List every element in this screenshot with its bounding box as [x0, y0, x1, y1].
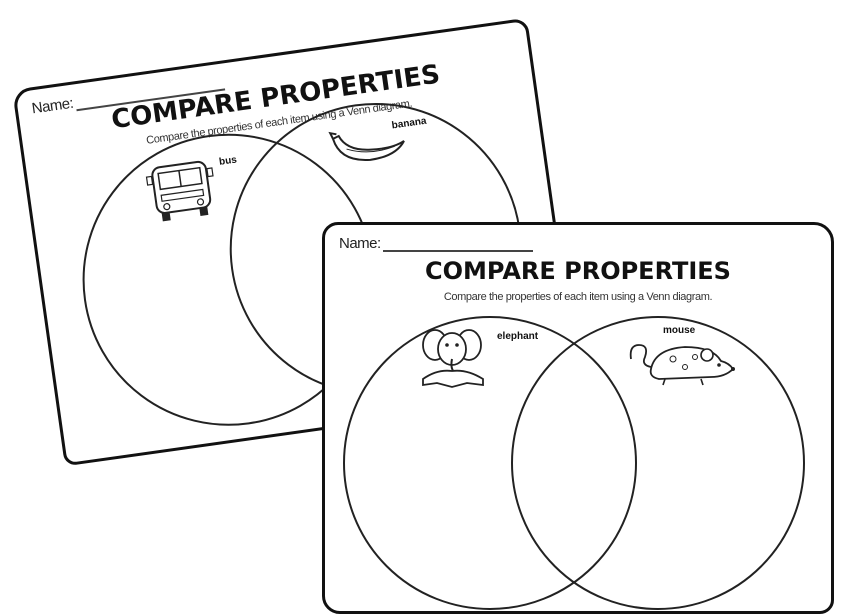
- name-label: Name:: [339, 235, 381, 252]
- worksheet-title: COMPARE PROPERTIES: [425, 257, 731, 285]
- worksheet-back: Name: COMPARE PROPERTIES Compare the pro…: [12, 17, 580, 467]
- bus-icon: [145, 160, 214, 222]
- elephant-icon: [422, 329, 484, 388]
- worksheet-front: Name: COMPARE PROPERTIES Compare the pro…: [322, 222, 834, 614]
- mouse-icon: [629, 344, 735, 386]
- worksheet-subtitle: Compare the properties of each item usin…: [443, 291, 713, 303]
- venn-circle-left[interactable]: [343, 316, 637, 610]
- banana-icon: [328, 131, 405, 162]
- item-label-right: mouse: [663, 325, 696, 336]
- venn-circle-right[interactable]: [511, 316, 805, 610]
- item-label-left: elephant: [497, 331, 539, 342]
- venn-diagram: [343, 316, 805, 610]
- name-line[interactable]: [382, 249, 533, 252]
- name-field: Name:: [339, 235, 533, 252]
